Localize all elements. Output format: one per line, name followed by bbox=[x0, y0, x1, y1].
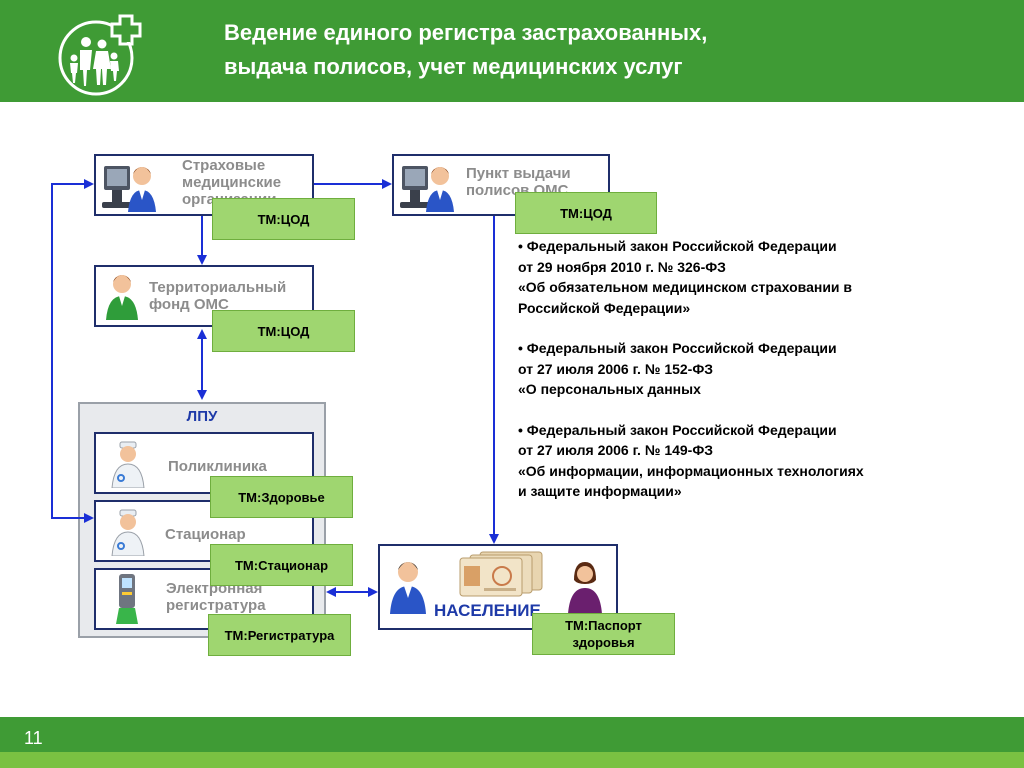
tag-tm-cod-fund: ТМ:ЦОД bbox=[212, 310, 355, 352]
hospital-label: Стационар bbox=[165, 526, 246, 543]
person-icon bbox=[106, 275, 138, 320]
family-cross-logo-icon bbox=[58, 12, 142, 96]
law-item: • Федеральный закон Российской Федерации… bbox=[518, 421, 864, 500]
woman-icon bbox=[568, 562, 602, 614]
page-title: Ведение единого регистра застрахованных,… bbox=[224, 20, 708, 79]
laws-list: • Федеральный закон Российской Федерации… bbox=[518, 236, 968, 522]
population-label: НАСЕЛЕНИЕ bbox=[434, 601, 541, 620]
header-bar bbox=[0, 0, 1024, 102]
doctor-icon bbox=[111, 441, 145, 488]
operator-computer-icon bbox=[102, 166, 156, 212]
tag-tm-cod-issue-point: ТМ:ЦОД bbox=[515, 192, 657, 234]
man-icon bbox=[390, 562, 426, 614]
tag-tm-cod-insurance: ТМ:ЦОД bbox=[212, 198, 355, 240]
law-item: • Федеральный закон Российской Федерации… bbox=[518, 340, 837, 397]
tag-tm-health: ТМ:Здоровье bbox=[210, 476, 353, 518]
footer-strip bbox=[0, 752, 1024, 768]
tag-tm-hospital: ТМ:Стационар bbox=[210, 544, 353, 586]
tag-tm-registry: ТМ:Регистратура bbox=[208, 614, 351, 656]
clinic-label: Поликлиника bbox=[168, 458, 267, 475]
tag-tm-health-passport: ТМ:Паспорт здоровья bbox=[532, 613, 675, 655]
kiosk-terminal-icon bbox=[116, 574, 138, 624]
doctor-icon bbox=[111, 509, 145, 556]
fund-label: Территориальный фонд ОМС bbox=[149, 279, 287, 313]
law-item: • Федеральный закон Российской Федерации… bbox=[518, 238, 853, 316]
page-number: 11 bbox=[24, 728, 43, 748]
insurance-policy-cards-icon bbox=[459, 551, 543, 597]
operator-computer-icon bbox=[400, 166, 454, 212]
lpu-title: ЛПУ bbox=[186, 408, 218, 425]
